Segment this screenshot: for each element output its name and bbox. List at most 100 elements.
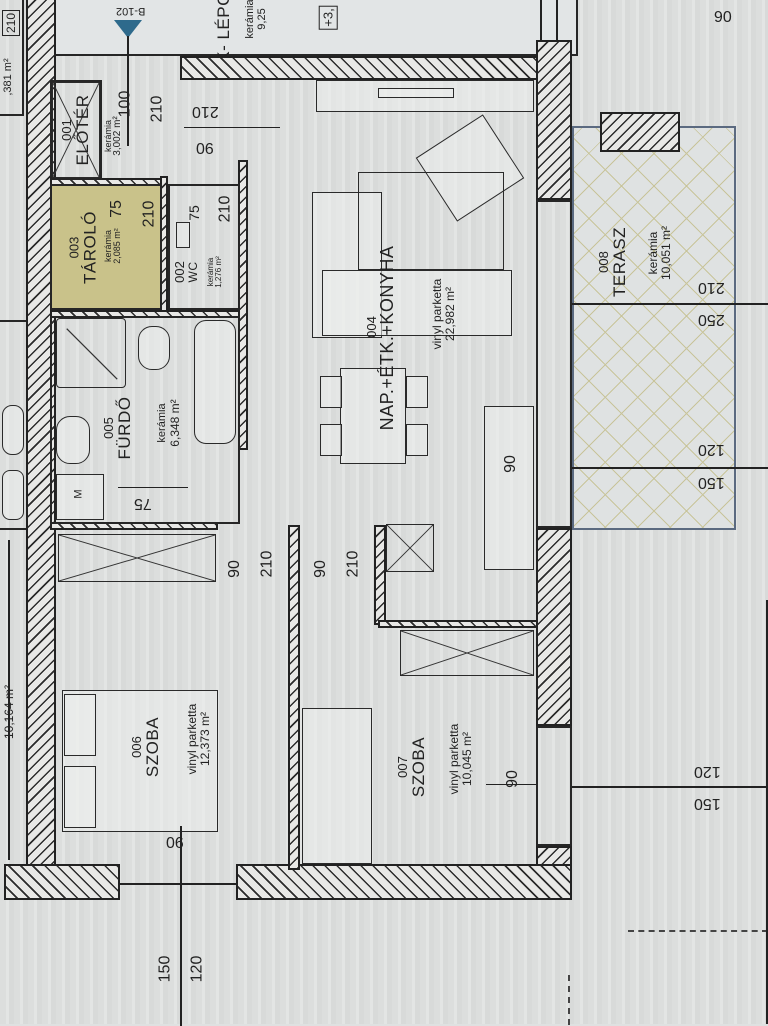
stair-floor: kerámia 9,25 (244, 0, 268, 39)
storage-door-width: 75 (107, 200, 125, 218)
dim-line-bath (118, 487, 188, 489)
room-007-info: vinyl parketta 10,045 m² (447, 723, 474, 795)
room-008-terasz[interactable] (572, 126, 736, 530)
wc-door-height: 210 (216, 195, 234, 223)
left-neighbor-top (0, 0, 24, 116)
room-005-label: 005 FÜRDŐ (101, 396, 134, 460)
section-marker-icon (114, 20, 142, 38)
kitchen-opening: 90 (501, 455, 519, 473)
entry-inner-height: 210 (192, 103, 219, 120)
bath-door-width: 75 (134, 495, 152, 512)
top-right-line-2 (556, 0, 558, 40)
sink-icon (56, 416, 90, 464)
wall-closet-left (374, 525, 386, 625)
room-006-pillow-2-icon (64, 766, 96, 828)
neighbor-sink-2-icon (2, 470, 24, 520)
shaft-icon (386, 524, 434, 572)
room-002-info: kerámia 1,276 m² (206, 256, 224, 288)
dining-chair-2-icon (320, 424, 342, 456)
storage-door-height: 210 (140, 200, 158, 228)
coffee-table-icon (358, 172, 504, 270)
room-004-id: 004 (364, 316, 379, 338)
top-wall (180, 56, 550, 80)
washing-machine-label: M (72, 489, 85, 499)
neighbor-sink-icon (2, 405, 24, 455)
room-002-label: 002 WC (172, 261, 200, 283)
room-007-wardrobe-icon (400, 630, 534, 676)
bathtub-icon (194, 320, 236, 444)
room-003-tarolo[interactable] (50, 184, 162, 310)
toilet-icon (138, 326, 170, 370)
dashed-boundary-v (568, 975, 570, 1025)
dining-chair-3-icon (406, 376, 428, 408)
room-005-furdo[interactable] (50, 316, 240, 524)
terrace-door-bottom: 250 (698, 311, 725, 328)
room-004-info: vinyl parketta 22,982 m² (430, 278, 457, 350)
terrace-door-line (572, 303, 768, 305)
room-006-label: 006 SZOBA (129, 716, 162, 778)
ext-bottom-left-dim: 150 (156, 955, 174, 983)
room-007-window: 90 (503, 770, 521, 788)
room-006-axis (180, 826, 182, 1026)
right-wall-upper (536, 40, 572, 200)
shower-icon (56, 318, 126, 388)
room-007-door-width: 90 (311, 560, 329, 578)
right-wall-lower (536, 528, 572, 726)
dining-chair-4-icon (406, 424, 428, 456)
section-marker-label: B-102 (116, 5, 146, 17)
wall-room007-top (378, 620, 538, 628)
top-right-line (540, 0, 542, 40)
dim-line-entry (184, 127, 280, 129)
bottom-window-line (120, 883, 236, 885)
room-003-info: kerámia 2,085 m² (103, 228, 123, 264)
room-008-label: 008 TERASZ (596, 226, 629, 297)
kitchen-island-icon (484, 406, 534, 570)
left-neighbor-line (8, 540, 10, 860)
terrace-window-bottom: 150 (698, 474, 725, 491)
room-007-bed-icon (302, 708, 372, 864)
wc-sink-icon (176, 222, 190, 248)
left-door-dim: 210 (2, 9, 21, 37)
room-006-info: vinyl parketta 12,373 m² (185, 703, 212, 775)
ext-window-line (572, 786, 768, 788)
room-001-eloter[interactable] (50, 80, 102, 180)
room-004-label: NAP.+ÉTK.+KONYHA (377, 245, 397, 431)
entry-inner-width: 90 (196, 139, 214, 156)
entry-door-width: 100 (116, 90, 134, 118)
terrace-pillar (600, 112, 680, 152)
room-007-window-line (486, 784, 536, 786)
ext-bottom-right-dim: 120 (188, 955, 206, 983)
right-edge-line (766, 600, 768, 1024)
level-badge: +3, (318, 5, 338, 30)
terrace-window-line (572, 467, 768, 469)
wc-door-width: 75 (185, 205, 202, 221)
wall-room006-007 (288, 525, 300, 870)
room-005-info: kerámia 6,348 m² (156, 399, 182, 447)
terrace-door-top: 210 (698, 279, 725, 296)
corner-mark: 06 (714, 7, 732, 24)
terrace-window-top: 120 (698, 441, 725, 458)
room-002-wc[interactable] (168, 184, 240, 310)
ext-window-bottom: 150 (694, 795, 721, 812)
eloter-closet-icon (52, 82, 100, 178)
dashed-boundary-h (628, 930, 768, 932)
room-006-door-width: 90 (225, 560, 243, 578)
dining-table-icon (340, 368, 406, 464)
room-007-door-height: 210 (344, 550, 362, 578)
section-line (127, 36, 129, 146)
left-area: 10,164 m² (2, 677, 17, 747)
washing-machine-icon (56, 474, 104, 520)
room-006-door-height: 210 (258, 550, 276, 578)
room-006-wardrobe-icon (58, 534, 216, 582)
sofa-chaise-icon (322, 270, 512, 336)
room-001-label: 001 ELŐTÉR (59, 94, 92, 166)
room-007-label: 007 SZOBA (395, 736, 428, 798)
room-007-window-frame (536, 726, 572, 846)
ext-window-top: 120 (694, 763, 721, 780)
bottom-wall-left (4, 864, 120, 900)
room-008-info: kerámia 10,051 m² (646, 225, 673, 281)
terrace-door-frame (536, 200, 572, 528)
room-006-pillow-1-icon (64, 694, 96, 756)
bottom-wall-right (236, 864, 572, 900)
left-partial-area: ,381 m² (2, 58, 14, 96)
